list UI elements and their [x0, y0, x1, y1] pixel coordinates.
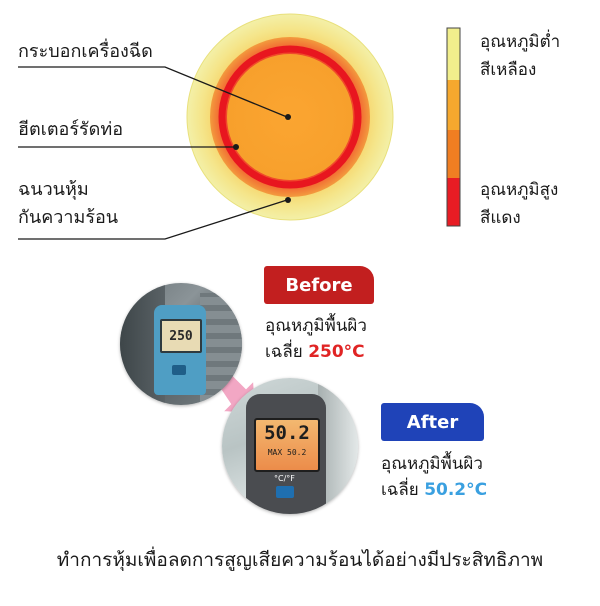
label-insulation-line1: ฉนวนหุ้ม: [18, 179, 89, 200]
after-meter-reading: 50.2: [264, 422, 310, 444]
after-badge: After: [381, 403, 484, 441]
legend-low-line1: อุณหภูมิต่ำ: [480, 32, 561, 52]
legend-high-line2: สีแดง: [480, 208, 521, 228]
insulation-leader-dot: [285, 197, 291, 203]
heater-leader-dot: [233, 144, 239, 150]
before-text-line2: เฉลี่ย 250°C: [265, 339, 365, 365]
before-prefix: เฉลี่ย: [265, 342, 303, 362]
before-value: 250°C: [308, 342, 365, 362]
caption: ทำการหุ้มเพื่อลดการสูญเสียความร้อนได้อย่…: [56, 549, 544, 571]
after-photo: 50.2 MAX 50.2 °C/°F: [222, 378, 358, 514]
meter-screen: 50.2 MAX 50.2: [254, 418, 320, 472]
insulation-leader-line: [18, 199, 288, 240]
after-value: 50.2°C: [424, 480, 488, 500]
after-text-line1: อุณหภูมิพื้นผิว: [381, 454, 483, 474]
meter-screen: 250: [160, 319, 202, 353]
after-prefix: เฉลี่ย: [381, 480, 419, 500]
pipe-leader-line: [18, 66, 288, 118]
after-text-line2: เฉลี่ย 50.2°C: [381, 477, 487, 503]
before-meter-reading: 250: [169, 328, 193, 344]
label-pipe: กระบอกเครื่องฉีด: [18, 41, 153, 62]
legend-high-line1: อุณหภูมิสูง: [480, 180, 559, 200]
after-meter-unit: °C/°F: [274, 474, 295, 483]
label-insulation-line2: กันความร้อน: [18, 207, 119, 228]
temperature-legend-bar: [446, 27, 461, 227]
before-photo: 250: [120, 283, 242, 405]
pipe-leader-dot: [285, 114, 291, 120]
heater-band: [218, 45, 362, 189]
legend-low-line2: สีเหลือง: [480, 60, 537, 80]
before-text-line1: อุณหภูมิพื้นผิว: [265, 316, 367, 336]
label-heater: ฮีตเตอร์รัดท่อ: [18, 119, 124, 140]
after-meter-max: MAX 50.2: [267, 448, 307, 457]
before-badge: Before: [264, 266, 374, 304]
